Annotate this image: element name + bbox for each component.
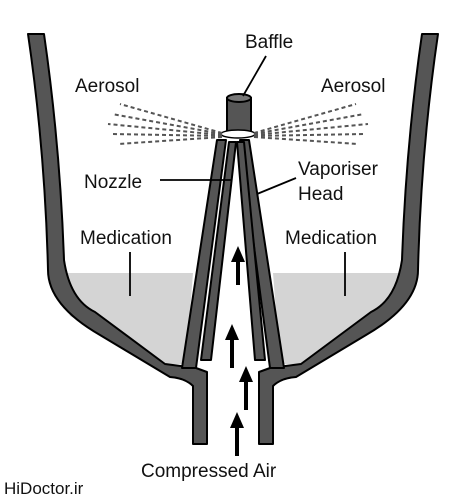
label-compressed-air: Compressed Air (141, 461, 277, 482)
label-aerosol-right: Aerosol (321, 76, 385, 97)
label-vaporiser-line1: Vaporiser (298, 159, 379, 180)
label-medication-left: Medication (80, 228, 172, 249)
vaporiser-head-right (239, 139, 285, 369)
cup-wall-right (258, 33, 439, 445)
label-vaporiser-line2: Head (298, 184, 343, 205)
cup-wall-left (27, 33, 208, 445)
leader-baffle (242, 55, 267, 97)
airflow-arrows (225, 246, 253, 456)
medication-liquid (56, 273, 404, 364)
vaporiser-head-left (181, 139, 227, 369)
label-nozzle: Nozzle (84, 172, 142, 193)
leader-lines (129, 55, 346, 296)
airflow-arrow-4 (230, 412, 244, 456)
watermark: HiDoctor.ir (4, 479, 84, 498)
airflow-arrow-2 (225, 324, 239, 368)
label-baffle: Baffle (245, 32, 293, 53)
airflow-arrow-3 (239, 366, 253, 410)
label-medication-right: Medication (285, 228, 377, 249)
airflow-arrow-1 (231, 246, 245, 285)
aerosol-spray (107, 103, 369, 145)
leader-vaporiser (256, 177, 297, 195)
nozzle-left (200, 141, 237, 361)
label-aerosol-left: Aerosol (75, 76, 139, 97)
baffle (220, 93, 256, 139)
nozzle-right (236, 141, 266, 361)
